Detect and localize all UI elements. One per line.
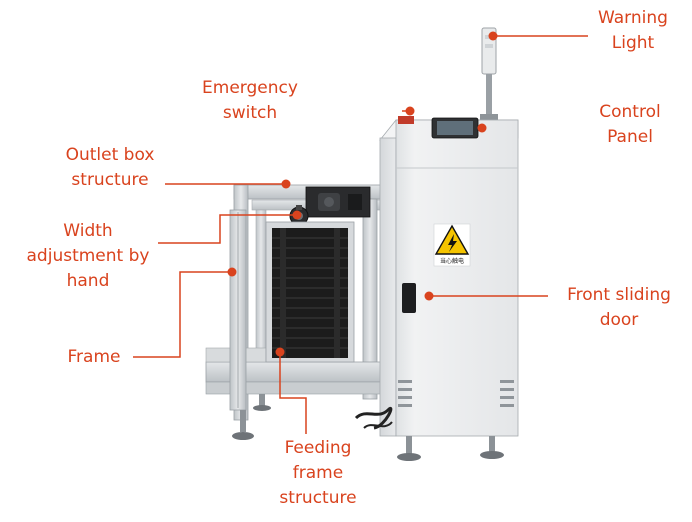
label-front-sliding-door: Front sliding door	[553, 283, 685, 333]
leader-width-adjustment	[158, 214, 294, 244]
label-line: door	[599, 310, 639, 330]
feeding-magazine	[265, 221, 355, 363]
dot-feeding-frame	[275, 347, 285, 357]
warning-light-tower	[480, 27, 498, 120]
machine-feet	[232, 394, 504, 461]
control-cabinet	[379, 116, 519, 437]
label-width-adjustment-by-hand: Width adjustment by hand	[6, 219, 170, 294]
dot-control-panel	[477, 123, 487, 133]
label-line: Control	[599, 102, 661, 122]
label-line: Panel	[607, 127, 653, 147]
label-line: Feeding	[284, 438, 352, 458]
outlet-box	[305, 186, 371, 218]
dot-front-door	[424, 291, 434, 301]
label-emergency-switch: Emergency switch	[182, 76, 318, 126]
label-line: Outlet box	[65, 145, 155, 165]
leader-dots	[227, 31, 498, 357]
label-control-panel: Control Panel	[574, 100, 686, 150]
label-line: Width	[63, 221, 113, 241]
label-frame: Frame	[56, 345, 132, 370]
label-line: structure	[279, 488, 357, 508]
dot-outlet-box	[281, 179, 291, 189]
warning-sticker-text: 当心触电	[440, 257, 464, 265]
label-line: Emergency	[202, 78, 298, 98]
label-warning-light: Warning Light	[577, 6, 689, 56]
leader-frame	[133, 271, 231, 358]
label-line: frame	[292, 463, 344, 483]
warning-sticker: 当心触电	[433, 223, 471, 267]
label-line: adjustment by	[26, 246, 150, 266]
leader-feeding-frame	[279, 352, 307, 434]
label-line: switch	[222, 103, 278, 123]
dot-emergency-switch	[405, 106, 415, 116]
dot-width-adjustment	[292, 210, 302, 220]
label-line: Warning	[598, 8, 668, 28]
label-line: Front sliding	[567, 285, 671, 305]
label-line: Frame	[67, 347, 121, 367]
dot-frame	[227, 267, 237, 277]
label-line: Light	[611, 33, 655, 53]
label-outlet-box-structure: Outlet box structure	[44, 143, 176, 193]
label-line: hand	[66, 271, 110, 291]
label-line: structure	[71, 170, 149, 190]
dot-warning-light	[488, 31, 498, 41]
label-feeding-frame-structure: Feeding frame structure	[262, 436, 374, 511]
